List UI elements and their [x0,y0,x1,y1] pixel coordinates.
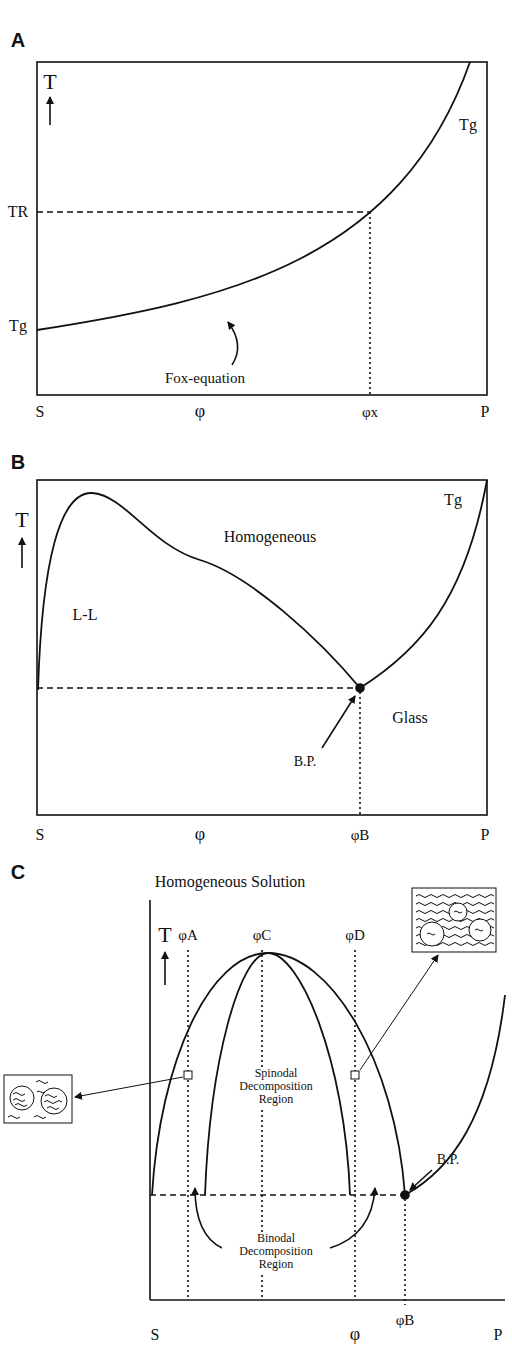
panel-letter: C [11,861,25,883]
text-label: Tg [9,317,27,335]
text-label: φB [351,827,370,844]
leader-arrow [75,1077,183,1097]
text-label: φA [178,927,198,944]
text-label: φ [350,1325,360,1345]
text-label: φB [396,1312,415,1329]
glass-curve [405,995,505,1195]
axis-label: T [43,70,56,94]
region-label: Binodal Decomposition Region [222,1232,330,1272]
text-label: B.P. [437,1152,460,1167]
text-label: φD [345,927,365,944]
text-label: φC [253,927,272,944]
sample-square [351,1071,359,1079]
text-label: Homogeneous Solution [155,873,306,891]
dotted-line [404,1199,406,1305]
text-label: S [36,403,45,421]
dotted-line [187,950,189,1300]
panel-letter: A [11,29,25,51]
inset-droplets [4,1075,72,1123]
leader-arrow [228,322,238,365]
text-label: S [151,1326,160,1344]
dashed-line [37,211,370,213]
dotted-line [369,212,371,395]
fox-curve [37,62,470,330]
binodal-curve [38,493,360,690]
text-label: φx [362,404,378,421]
glass-curve [360,480,487,688]
text-label: Tg [459,116,477,134]
axis-label: T [15,508,28,532]
dashed-line [37,687,360,689]
text-label: P [481,403,490,421]
point [401,1191,409,1199]
sample-square [184,1071,192,1079]
axis [149,900,151,1300]
text-label: B.P. [294,754,317,769]
leader-arrow [360,955,438,1070]
leader-arrow [195,1188,222,1248]
point [356,684,364,692]
dotted-line [354,950,356,1300]
text-label: L-L [73,606,98,624]
axis [150,1299,505,1301]
text-label: φ [195,825,205,845]
frame [37,480,487,815]
region-label: Spinodal Decomposition Region [222,1067,330,1107]
text-label: Homogeneous [224,528,316,546]
axis-arrow [21,538,23,568]
frame [37,62,487,395]
leader-arrow [410,1170,432,1190]
text-label: S [36,826,45,844]
text-label: Fox-equation [165,370,245,387]
text-label: Glass [392,709,428,727]
axis-arrow [49,97,51,125]
axis-arrow [164,952,166,985]
axis-label: T [158,923,171,947]
leader-arrow [322,696,355,748]
spinodal-curve [205,953,350,1195]
binodal-curve [152,953,405,1195]
leader-arrow [330,1188,375,1248]
text-label: TR [8,203,28,221]
inset-pores [412,888,496,952]
text-label: P [481,826,490,844]
text-label: Tg [444,491,462,509]
dotted-line [359,692,361,815]
text-label: φ [195,402,205,422]
panel-letter: B [11,451,25,473]
text-label: P [494,1326,503,1344]
